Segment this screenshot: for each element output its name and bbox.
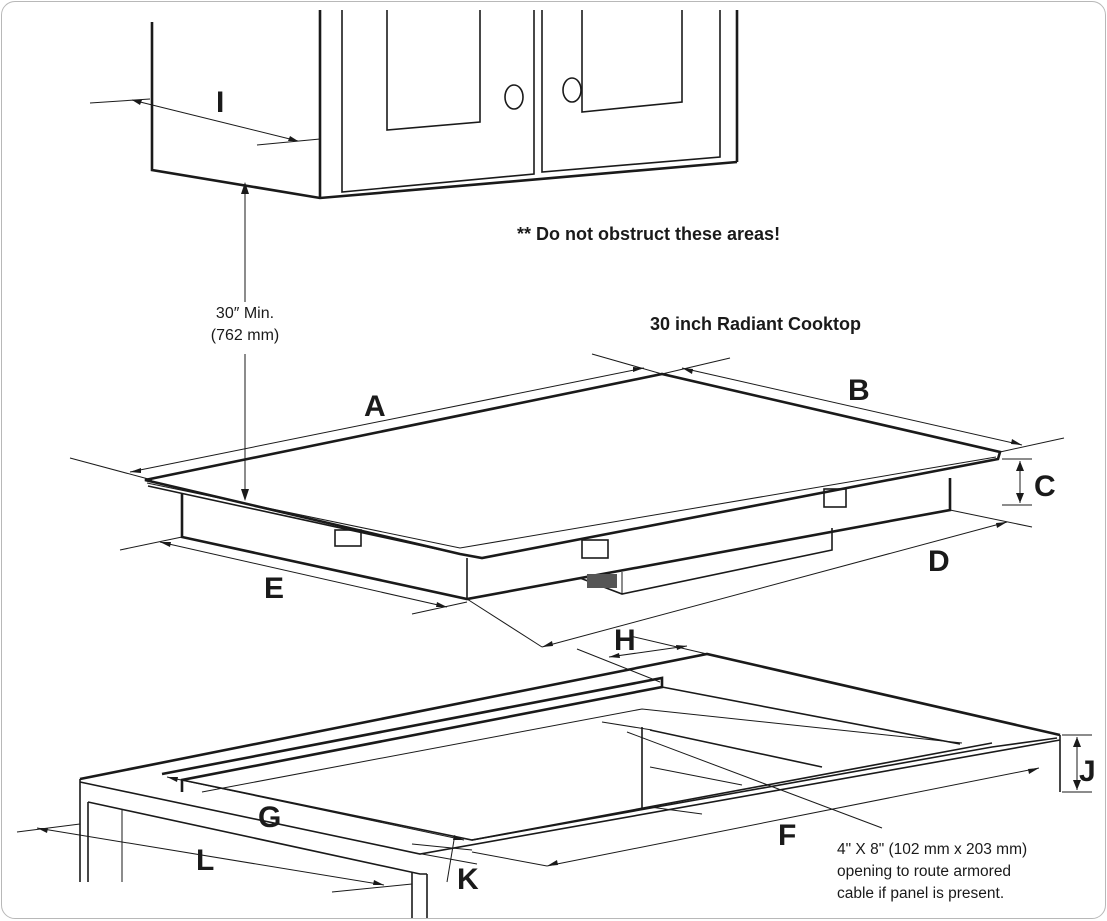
label-l: L <box>196 844 214 877</box>
cable-note-line2: opening to route armored <box>837 863 1011 880</box>
cabinet-knob-right <box>562 77 582 103</box>
dimension-d <box>466 509 1033 648</box>
label-a: A <box>364 390 386 423</box>
cabinet-door-right <box>541 10 721 173</box>
dimension-j <box>1062 734 1092 793</box>
clearance-text-line1: 30″ Min. <box>216 305 274 322</box>
mounting-bracket-1 <box>334 529 362 547</box>
cable-note-line1: 4" X 8" (102 mm x 203 mm) <box>837 841 1027 858</box>
cutout-inner-back <box>201 708 963 793</box>
clearance-text-line2: (762 mm) <box>211 327 279 344</box>
countertop-front-lower <box>87 801 427 875</box>
mounting-bracket-3 <box>823 488 847 508</box>
cable-opening-leader <box>626 731 883 829</box>
dimension-i <box>89 98 321 146</box>
dimension-l <box>16 823 413 893</box>
cooktop-chassis <box>180 478 952 601</box>
cabinet-base-edge <box>319 161 738 199</box>
label-j: J <box>1079 755 1096 788</box>
label-b: B <box>848 374 870 407</box>
clearance-dimension <box>188 182 306 501</box>
cooktop-glass-surface <box>144 372 1002 560</box>
cutout-back-edge <box>161 676 664 792</box>
label-e: E <box>264 572 284 605</box>
cooktop <box>144 372 1002 601</box>
dimension-e <box>119 536 468 615</box>
mounting-bracket-2 <box>581 539 609 559</box>
label-g: G <box>258 801 281 834</box>
cabinet-knob-left <box>504 84 524 110</box>
dimension-b <box>661 357 1065 453</box>
dimension-h <box>576 635 708 683</box>
notice-text: ** Do not obstruct these areas! <box>517 224 780 244</box>
dimension-c <box>1002 458 1032 506</box>
dimension-a <box>69 353 663 481</box>
upper-cabinet <box>150 10 739 200</box>
dimension-g <box>166 776 465 841</box>
label-d: D <box>928 545 950 578</box>
cooktop-glass-front-edge <box>147 485 461 555</box>
label-k: K <box>457 863 479 896</box>
cabinet-door-left <box>341 10 535 193</box>
cooktop-glass-bevel <box>146 456 997 549</box>
cabinet-door-right-panel <box>581 10 683 113</box>
cabinet-door-left-panel <box>386 10 481 131</box>
dimension-f <box>471 767 1040 867</box>
label-h: H <box>614 624 636 657</box>
cooktop-vent <box>587 574 617 588</box>
label-i: I <box>216 86 224 119</box>
cable-note-line3: cable if panel is present. <box>837 885 1004 902</box>
label-f: F <box>778 819 796 852</box>
dimension-k <box>411 839 478 883</box>
cabinet-outline <box>150 22 738 200</box>
countertop-front-top <box>79 739 1061 855</box>
label-c: C <box>1034 470 1056 503</box>
product-title: 30 inch Radiant Cooktop <box>650 314 861 334</box>
